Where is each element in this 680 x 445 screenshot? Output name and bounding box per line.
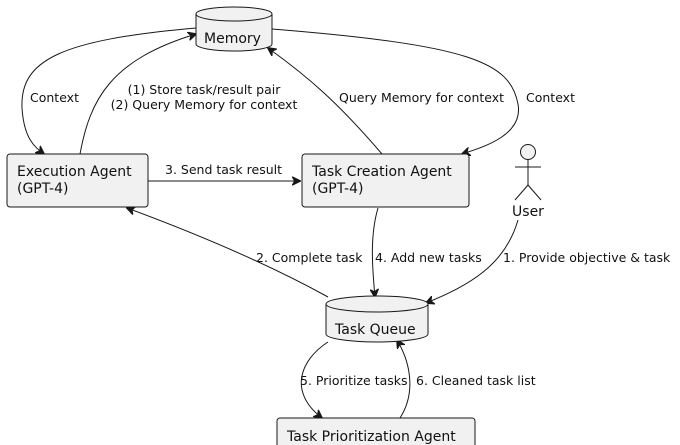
label-creation-to-queue: 4. Add new tasks <box>375 250 482 265</box>
execution-agent-node: Execution Agent (GPT-4) <box>6 153 149 208</box>
task-queue-label: Task Queue <box>334 322 416 338</box>
edge-creation-to-memory <box>268 48 383 155</box>
task-queue-node: Task Queue <box>325 295 429 343</box>
edge-queue-to-execution <box>127 208 329 298</box>
label-memory-to-execution: Context <box>30 90 79 105</box>
task-creation-agent-node: Task Creation Agent (GPT-4) <box>301 153 470 208</box>
memory-label: Memory <box>204 31 261 47</box>
edge-prioritization-to-queue <box>397 340 411 419</box>
edge-queue-to-prioritization <box>300 341 329 418</box>
label-prioritization-to-queue: 6. Cleaned task list <box>416 373 536 388</box>
task-prioritization-agent-node: Task Prioritization Agent <box>276 417 476 445</box>
execution-agent-model: (GPT-4) <box>17 181 68 197</box>
task-creation-agent-title: Task Creation Agent <box>311 164 452 180</box>
user-label: User <box>512 204 544 220</box>
edge-user-to-queue <box>426 219 519 303</box>
edge-memory-to-creation <box>271 28 519 154</box>
label-execution-to-memory-2: (2) Query Memory for context <box>111 97 298 112</box>
task-prioritization-agent-title: Task Prioritization Agent <box>286 429 456 445</box>
label-creation-to-memory: Query Memory for context <box>339 90 504 105</box>
label-queue-to-execution: 2. Complete task <box>256 250 363 265</box>
task-creation-agent-model: (GPT-4) <box>312 181 363 197</box>
user-actor: User <box>512 144 544 220</box>
label-execution-to-memory-1: (1) Store task/result pair <box>128 82 282 97</box>
edge-memory-to-execution <box>21 27 197 154</box>
execution-agent-title: Execution Agent <box>17 164 132 180</box>
user-head-icon <box>520 144 536 160</box>
label-execution-to-creation: 3. Send task result <box>165 162 282 177</box>
edge-creation-to-queue <box>372 207 378 297</box>
memory-node: Memory <box>195 6 273 52</box>
edge-execution-to-memory <box>79 34 196 155</box>
label-user-to-queue: 1. Provide objective & task <box>503 250 671 265</box>
label-queue-to-prioritization: 5. Prioritize tasks <box>300 373 408 388</box>
label-memory-to-creation: Context <box>526 90 575 105</box>
